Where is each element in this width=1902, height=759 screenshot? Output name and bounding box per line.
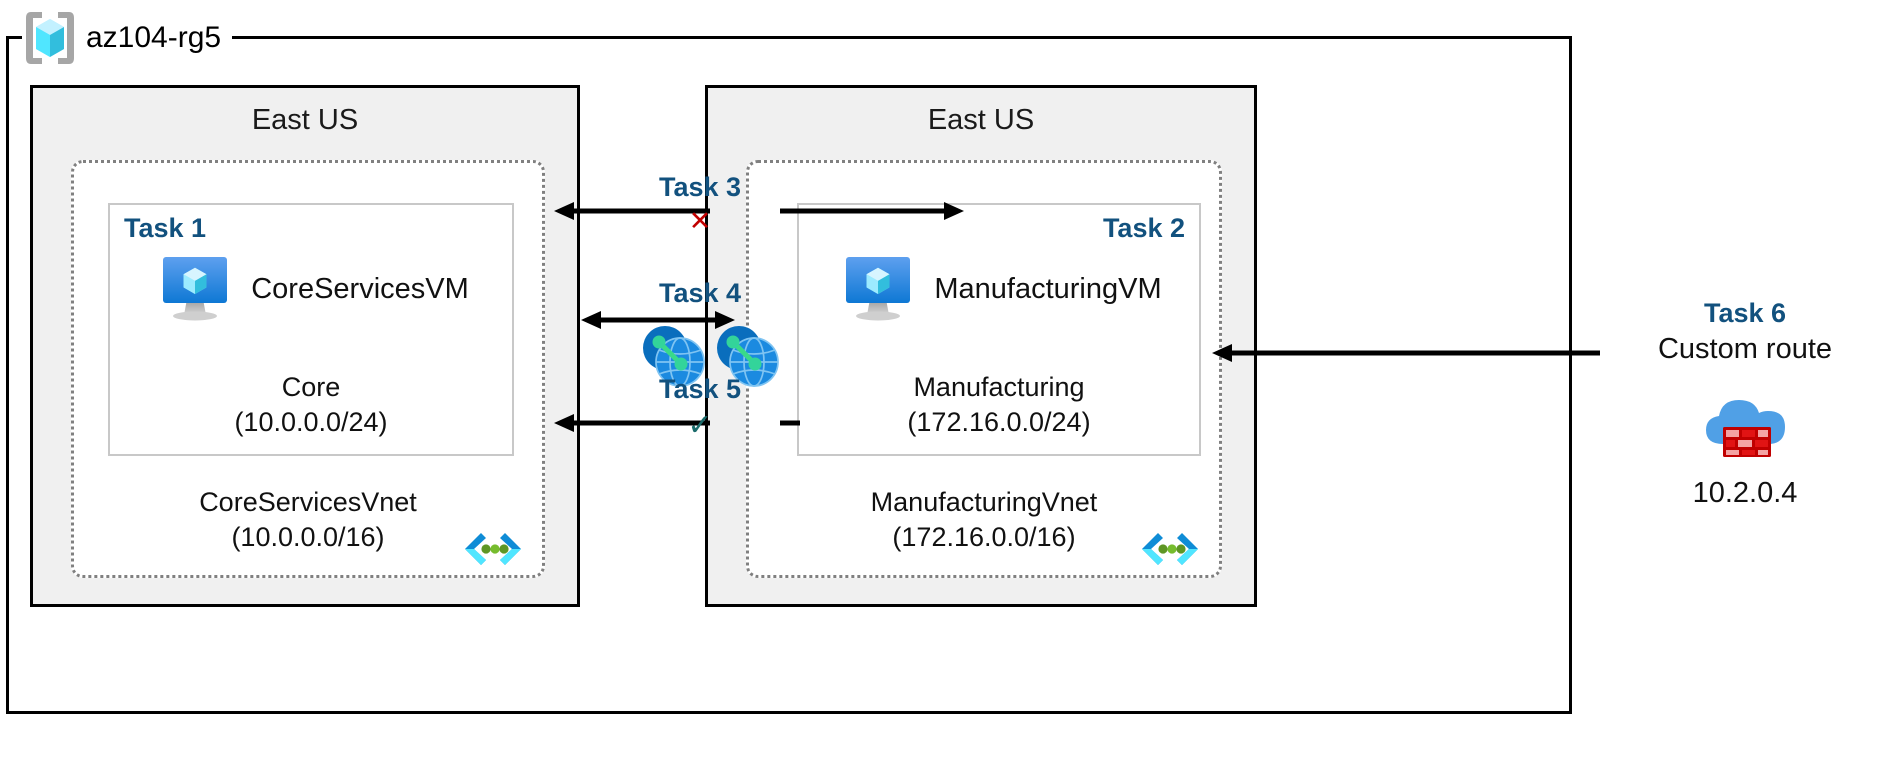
resource-group-label-notch xyxy=(22,26,232,48)
resource-group-boundary xyxy=(6,36,1572,714)
vm-row-coreservicesvm: CoreServicesVM xyxy=(110,253,512,325)
task-1-label: Task 1 xyxy=(124,213,207,243)
vnet-label-coreservicesvnet: CoreServicesVnet (10.0.0.0/16) xyxy=(199,487,417,552)
task-3-blocked-mark: ✕ xyxy=(688,206,712,236)
task-3-label: Task 3 xyxy=(658,172,742,202)
custom-route-title: Custom route xyxy=(1657,333,1833,365)
task-5-allowed-mark: ✓ xyxy=(687,409,713,442)
custom-route-ip-address: 10.2.0.4 xyxy=(1692,477,1798,509)
task-3-arrow xyxy=(554,202,964,220)
region-box-right: East US Task 2 xyxy=(705,85,1257,607)
task-2-label: Task 2 xyxy=(1102,213,1185,243)
region-title-right: East US xyxy=(927,104,1035,136)
vm-name-coreservicesvm: CoreServicesVM xyxy=(251,272,469,305)
vnet-manufacturingvnet: Task 2 xyxy=(746,160,1222,578)
virtual-machine-icon xyxy=(153,253,237,325)
task-4-label: Task 4 xyxy=(658,278,742,308)
code-brackets-subnet-icon xyxy=(1139,529,1201,569)
vnet-peering-icon-left xyxy=(638,320,708,390)
task-6-label: Task 6 xyxy=(1703,298,1787,328)
azure-firewall-icon xyxy=(1693,382,1797,465)
resource-group-cube-icon xyxy=(22,9,78,67)
subnet-manufacturing: Task 2 xyxy=(797,203,1201,456)
vnet-coreservicesvnet: Task 1 xyxy=(71,160,545,578)
vm-name-manufacturingvm: ManufacturingVM xyxy=(934,272,1162,305)
subnet-label-manufacturing: Manufacturing (172.16.0.0/24) xyxy=(907,372,1091,437)
region-title-left: East US xyxy=(251,104,359,136)
vm-row-manufacturingvm: ManufacturingVM xyxy=(799,253,1199,325)
subnet-core: Task 1 xyxy=(108,203,514,456)
subnet-label-core: Core (10.0.0.0/24) xyxy=(234,372,388,437)
resource-group-name: az104-rg5 xyxy=(86,21,222,54)
virtual-machine-icon xyxy=(836,253,920,325)
vnet-peering-icon-right xyxy=(712,320,782,390)
custom-route-block: Task 6 Custom route xyxy=(1600,296,1890,510)
vnet-label-manufacturingvnet: ManufacturingVnet (172.16.0.0/16) xyxy=(870,487,1098,552)
region-box-left: East US Task 1 xyxy=(30,85,580,607)
task-5-arrow-tail xyxy=(780,420,800,426)
task-5-label: Task 5 xyxy=(658,374,742,404)
task-4-arrow xyxy=(581,311,735,329)
code-brackets-subnet-icon xyxy=(462,529,524,569)
custom-route-arrow xyxy=(1212,344,1600,362)
resource-group-label: az104-rg5 xyxy=(22,8,221,68)
azure-firewall-icon-wrap xyxy=(1600,382,1890,465)
